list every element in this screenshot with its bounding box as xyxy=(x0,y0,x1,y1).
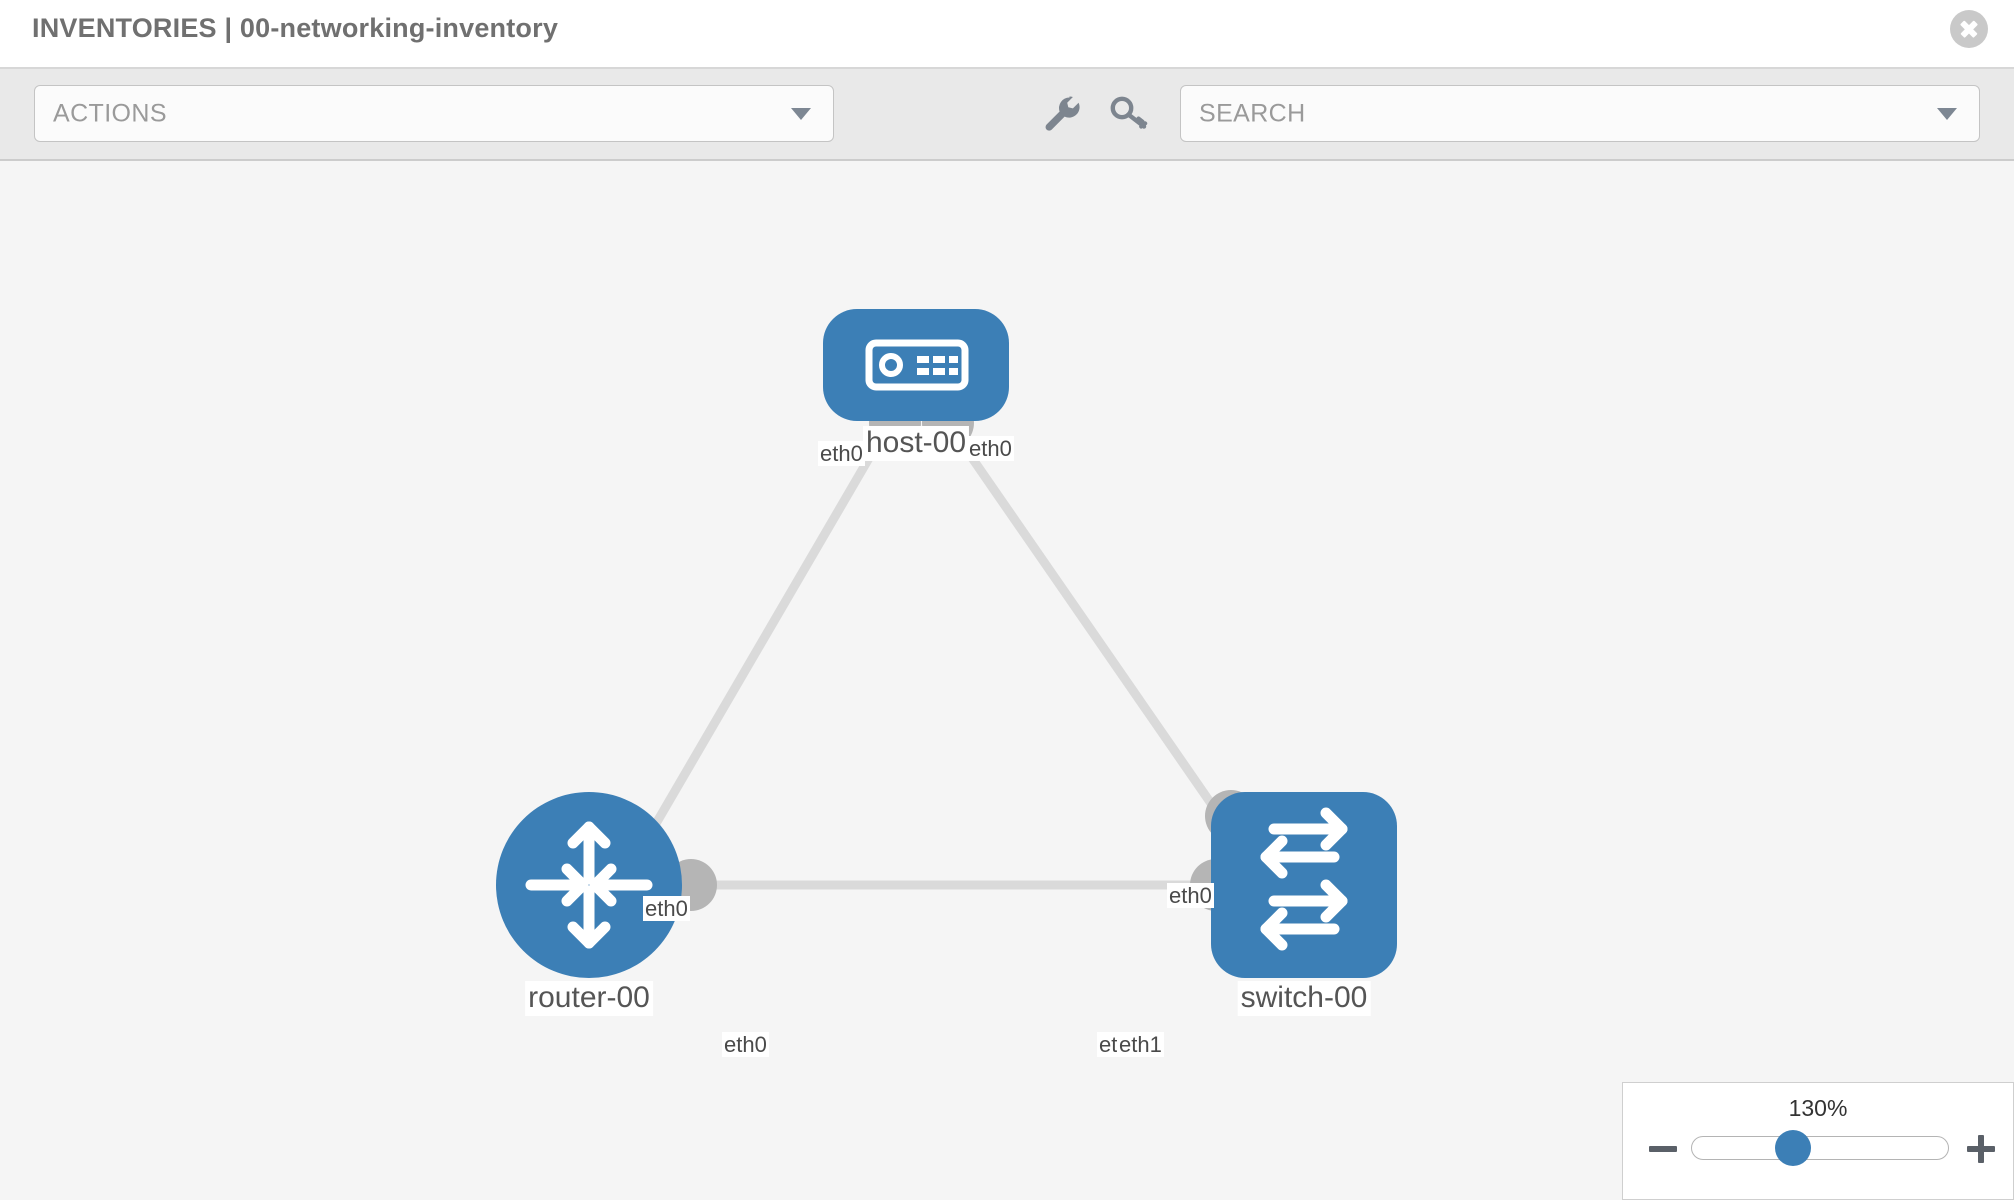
chevron-down-icon xyxy=(791,107,811,120)
iface-label-router-00-eth0: eth0 xyxy=(722,1032,769,1058)
zoom-control-panel: 130% xyxy=(1622,1082,2014,1200)
page-title: INVENTORIES | 00-networking-inventory xyxy=(32,13,559,43)
topology-links xyxy=(636,426,1241,890)
search-input[interactable]: SEARCH xyxy=(1180,85,1980,142)
node-label-switch-00: switch-00 xyxy=(1237,981,1371,1016)
link-host-00-switch-00 xyxy=(948,426,1241,844)
node-router-00 xyxy=(496,792,682,978)
actions-dropdown-label: ACTIONS xyxy=(53,99,167,127)
chevron-down-icon[interactable] xyxy=(1937,107,1957,120)
iface-label-host-00-eth0-left: eth0 xyxy=(818,441,865,467)
minus-icon xyxy=(1649,1146,1677,1152)
wrench-icon[interactable] xyxy=(1040,93,1082,135)
switch-icon xyxy=(1260,807,1348,951)
zoom-in-button[interactable] xyxy=(1967,1135,1995,1163)
iface-label-switch-00-eth1: eth1 xyxy=(1117,1032,1164,1058)
iface-label-host-00-eth0-right: eth0 xyxy=(967,436,1014,462)
topology-graph xyxy=(496,309,1397,978)
node-host-00 xyxy=(823,309,1009,421)
node-label-host-00: host-00 xyxy=(862,426,970,461)
zoom-slider-track[interactable] xyxy=(1691,1136,1949,1160)
router-icon xyxy=(525,821,653,949)
zoom-out-button[interactable] xyxy=(1649,1135,1677,1163)
close-icon[interactable] xyxy=(1950,10,1988,48)
search-input-placeholder: SEARCH xyxy=(1199,99,1306,127)
iface-label-switch-00-eth0-uplink: eth0 xyxy=(1167,883,1214,909)
key-icon[interactable] xyxy=(1108,93,1150,135)
topology-canvas[interactable]: host-00 router-00 switch-00 eth0 eth0 et… xyxy=(0,161,2014,1200)
server-icon xyxy=(865,339,969,391)
node-switch-00 xyxy=(1211,792,1397,978)
plus-icon-v xyxy=(1978,1135,1984,1163)
zoom-slider-thumb[interactable] xyxy=(1775,1130,1811,1166)
link-host-00-router-00 xyxy=(636,426,890,854)
iface-label-router-00-eth0-uplink: eth0 xyxy=(643,896,690,922)
node-label-router-00: router-00 xyxy=(525,981,653,1016)
page-header: INVENTORIES | 00-networking-inventory xyxy=(0,0,2014,69)
actions-dropdown[interactable]: ACTIONS xyxy=(34,85,834,142)
zoom-percent-label: 130% xyxy=(1788,1095,1848,1121)
